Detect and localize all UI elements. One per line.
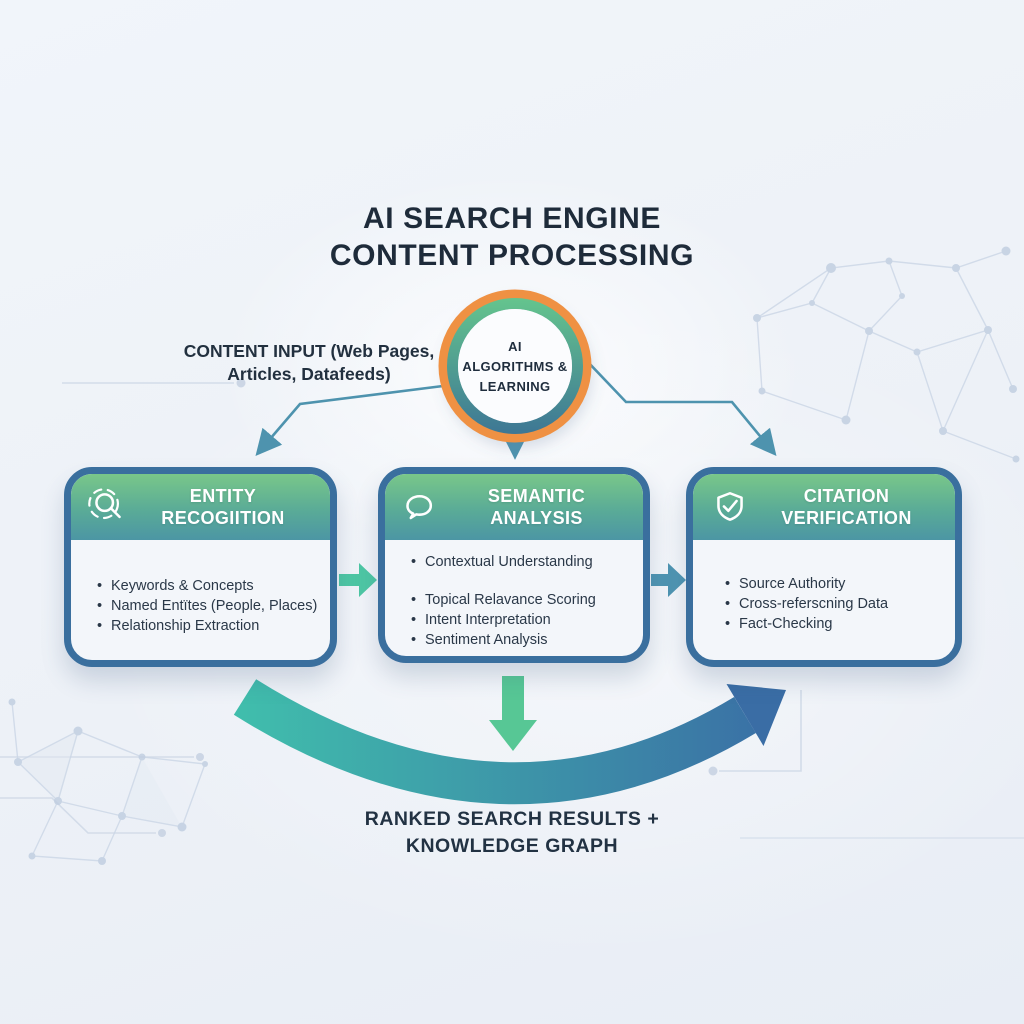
ai-core-line1: AI [508, 339, 522, 354]
box-entity-title: ENTITY RECOGIITION [161, 486, 285, 528]
connector-to-citation [585, 359, 777, 457]
speech-bubble-icon [406, 494, 433, 520]
list-item: Sentiment Analysis [411, 630, 635, 650]
page-title-line2: CONTENT PROCESSING [329, 239, 695, 272]
connector-to-entity [255, 384, 444, 456]
box-entity-recognition: ENTITY RECOGIITION Keywords & Concepts N… [64, 467, 337, 667]
box-semantic-items: Contextual Understanding Topical Relavan… [385, 552, 643, 650]
output-line2: KNOWLEDGE GRAPH [405, 835, 619, 857]
page-title-line1: AI SEARCH ENGINE [363, 202, 661, 235]
content-input-line2: Articles, Datafeeds) [227, 364, 391, 384]
box-citation-items: Source Authority Cross-referscning Data … [693, 574, 955, 634]
content-input-label: CONTENT INPUT (Web Pages, Articles, Data… [176, 340, 442, 386]
list-item: Intent Interpretation [411, 610, 635, 630]
list-item: Topical Relavance Scoring [411, 590, 635, 610]
page-title: AI SEARCH ENGINE CONTENT PROCESSING [0, 200, 1024, 274]
magnifier-scan-icon [88, 488, 121, 520]
output-label: RANKED SEARCH RESULTS + KNOWLEDGE GRAPH [0, 806, 1024, 860]
arrow-semantic-to-citation [651, 563, 686, 597]
network-decoration-bottom-left [8, 698, 208, 865]
list-item: Source Authority [725, 574, 947, 594]
list-item: Keywords & Concepts [97, 576, 322, 596]
list-item: Contextual Understanding [411, 552, 635, 572]
swoosh-arrow [233, 679, 786, 805]
box-entity-header: ENTITY RECOGIITION [71, 474, 330, 540]
ai-core-circle [438, 289, 592, 448]
box-semantic-header: SEMANTIC ANALYSIS [385, 474, 643, 540]
box-entity-items: Keywords & Concepts Named Entïtes (Peopl… [71, 576, 330, 636]
network-decoration-top-right [753, 246, 1020, 463]
box-citation-header: CITATION VERIFICATION [693, 474, 955, 540]
list-item: Named Entïtes (People, Places) [97, 596, 322, 616]
circuit-lines-decoration [0, 378, 1024, 839]
box-semantic-title: SEMANTIC ANALYSIS [487, 486, 586, 528]
ai-core-line3: LEARNING [479, 379, 551, 394]
box-citation-title: CITATION VERIFICATION [781, 486, 912, 528]
shield-check-icon [717, 491, 743, 521]
content-input-line1: CONTENT INPUT (Web Pages, [183, 341, 435, 361]
box-citation-verification: CITATION VERIFICATION Source Authority C… [686, 467, 962, 667]
list-item: Cross-referscning Data [725, 594, 947, 614]
list-item: Relationship Extraction [97, 616, 322, 636]
ai-core-label: AI ALGORITHMS & LEARNING [435, 337, 595, 397]
arrow-entity-to-semantic [339, 563, 377, 597]
output-line1: RANKED SEARCH RESULTS + [364, 808, 660, 830]
box-semantic-analysis: SEMANTIC ANALYSIS Contextual Understandi… [378, 467, 650, 663]
list-item: Fact-Checking [725, 614, 947, 634]
arrow-semantic-to-results [489, 676, 537, 751]
ai-core-line2: ALGORITHMS & [462, 359, 568, 374]
